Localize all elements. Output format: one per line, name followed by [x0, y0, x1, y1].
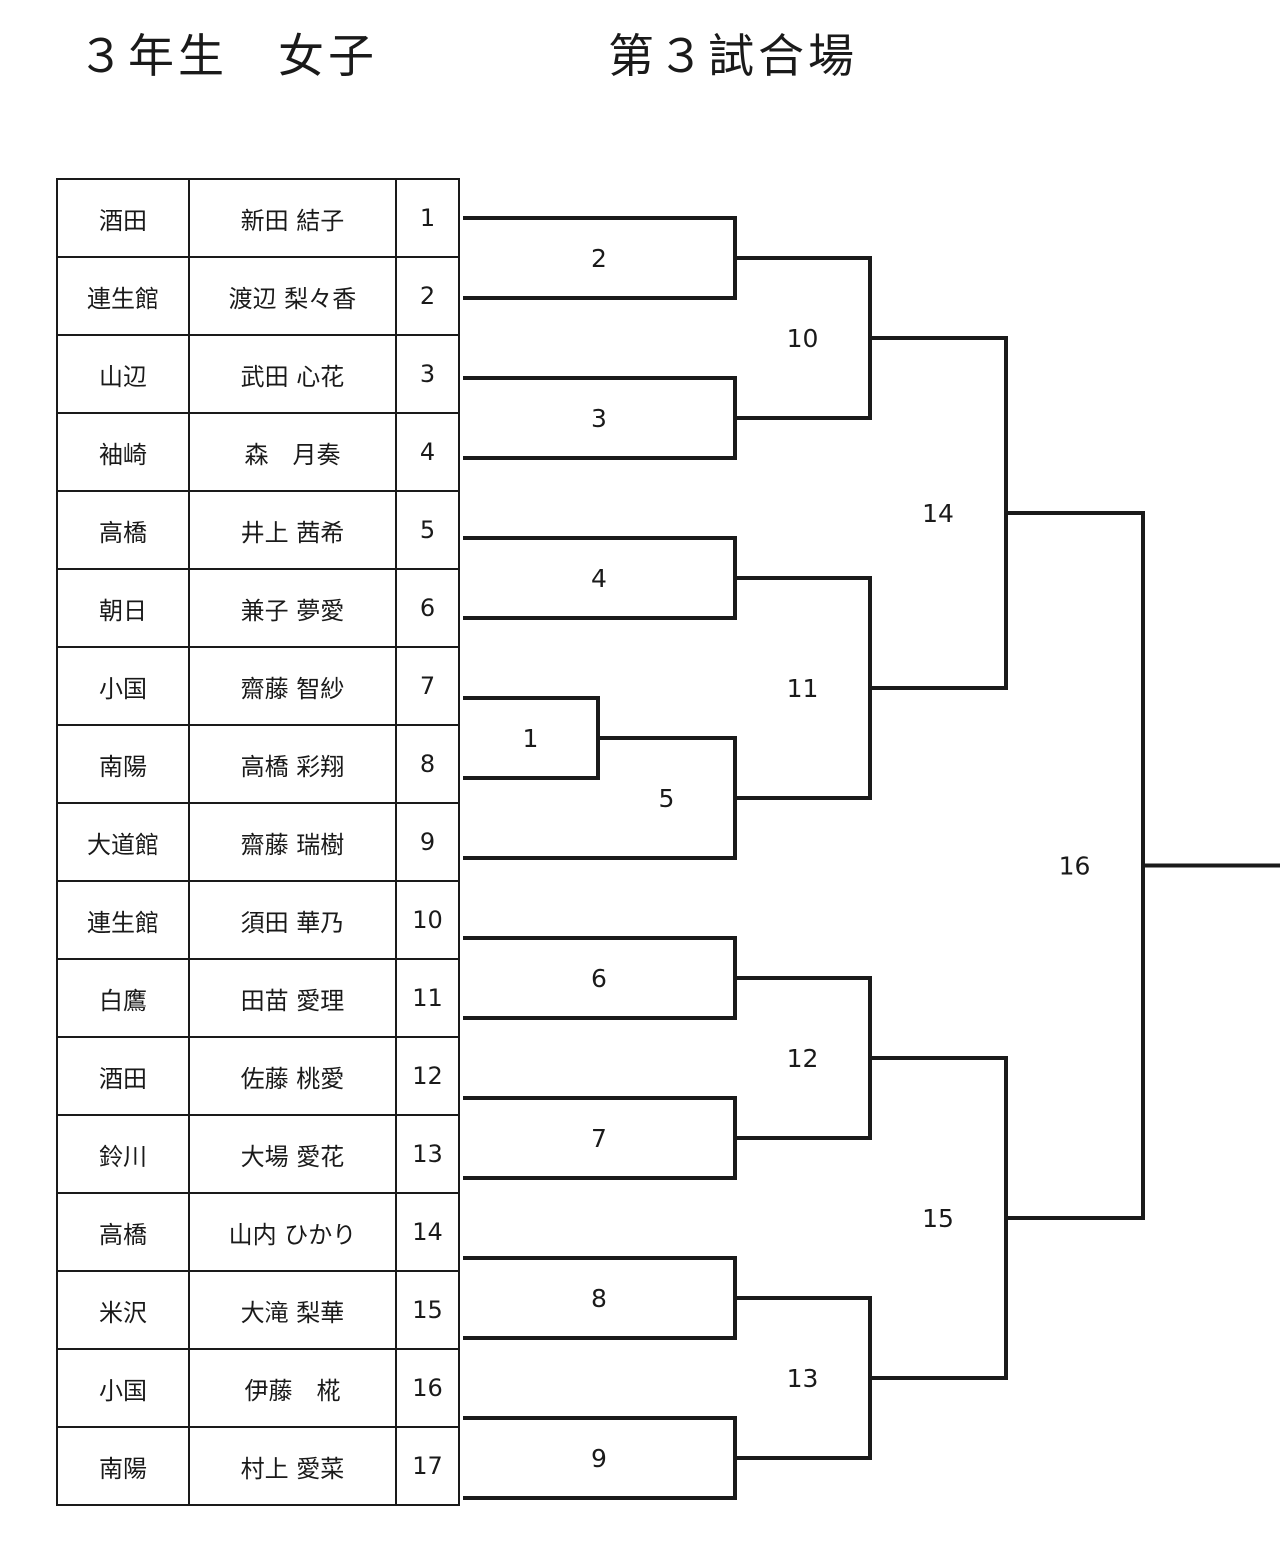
- match-number-label: 13: [787, 1364, 819, 1393]
- match-number-label: 4: [591, 564, 607, 593]
- match-number-label: 9: [591, 1444, 607, 1473]
- player-name-cell: 新田 結子: [188, 178, 397, 258]
- club-cell: 酒田: [56, 178, 190, 258]
- player-name-cell: 兼子 夢愛: [188, 568, 397, 648]
- club-cell: 袖崎: [56, 412, 190, 492]
- seed-number-cell: 8: [395, 724, 460, 804]
- seed-number-cell: 4: [395, 412, 460, 492]
- player-name-cell: 齋藤 瑞樹: [188, 802, 397, 882]
- club-cell: 朝日: [56, 568, 190, 648]
- club-cell: 山辺: [56, 334, 190, 414]
- club-cell: 連生館: [56, 256, 190, 336]
- club-cell: 南陽: [56, 1426, 190, 1506]
- venue-title: 第３試合場: [608, 29, 858, 83]
- club-cell: 鈴川: [56, 1114, 190, 1194]
- match-number-label: 1: [523, 724, 539, 753]
- player-name-cell: 山内 ひかり: [188, 1192, 397, 1272]
- player-name-cell: 高橋 彩翔: [188, 724, 397, 804]
- player-name-cell: 伊藤 椛: [188, 1348, 397, 1428]
- club-cell: 連生館: [56, 880, 190, 960]
- seed-number-cell: 3: [395, 334, 460, 414]
- seed-number-cell: 1: [395, 178, 460, 258]
- seed-number-cell: 10: [395, 880, 460, 960]
- player-name-cell: 田苗 愛理: [188, 958, 397, 1038]
- club-cell: 高橋: [56, 490, 190, 570]
- club-cell: 高橋: [56, 1192, 190, 1272]
- player-name-cell: 大滝 梨華: [188, 1270, 397, 1350]
- match-number-label: 5: [659, 784, 675, 813]
- match-number-label: 3: [591, 404, 607, 433]
- seed-number-cell: 14: [395, 1192, 460, 1272]
- seed-number-cell: 13: [395, 1114, 460, 1194]
- player-name-cell: 須田 華乃: [188, 880, 397, 960]
- seed-number-cell: 5: [395, 490, 460, 570]
- club-cell: 小国: [56, 1348, 190, 1428]
- club-cell: 酒田: [56, 1036, 190, 1116]
- page-title: ３年生 女子: [78, 29, 378, 83]
- player-name-cell: 村上 愛菜: [188, 1426, 397, 1506]
- match-number-label: 11: [787, 674, 819, 703]
- seed-number-cell: 6: [395, 568, 460, 648]
- seed-number-cell: 11: [395, 958, 460, 1038]
- match-number-label: 2: [591, 244, 607, 273]
- club-cell: 白鷹: [56, 958, 190, 1038]
- match-number-label: 6: [591, 964, 607, 993]
- seed-number-cell: 12: [395, 1036, 460, 1116]
- club-cell: 小国: [56, 646, 190, 726]
- player-name-cell: 森 月奏: [188, 412, 397, 492]
- seed-number-cell: 2: [395, 256, 460, 336]
- match-number-label: 10: [787, 324, 819, 353]
- club-cell: 大道館: [56, 802, 190, 882]
- player-name-cell: 佐藤 桃愛: [188, 1036, 397, 1116]
- player-name-cell: 渡辺 梨々香: [188, 256, 397, 336]
- match-number-label: 16: [1059, 852, 1091, 881]
- player-name-cell: 井上 茜希: [188, 490, 397, 570]
- seed-number-cell: 15: [395, 1270, 460, 1350]
- club-cell: 米沢: [56, 1270, 190, 1350]
- player-name-cell: 武田 心花: [188, 334, 397, 414]
- seed-number-cell: 16: [395, 1348, 460, 1428]
- player-name-cell: 大場 愛花: [188, 1114, 397, 1194]
- match-number-label: 7: [591, 1124, 607, 1153]
- seed-number-cell: 9: [395, 802, 460, 882]
- match-number-label: 15: [922, 1204, 954, 1233]
- match-number-label: 14: [922, 499, 954, 528]
- club-cell: 南陽: [56, 724, 190, 804]
- seed-number-cell: 17: [395, 1426, 460, 1506]
- match-number-label: 12: [787, 1044, 819, 1073]
- match-number-label: 8: [591, 1284, 607, 1313]
- seed-number-cell: 7: [395, 646, 460, 726]
- player-name-cell: 齋藤 智紗: [188, 646, 397, 726]
